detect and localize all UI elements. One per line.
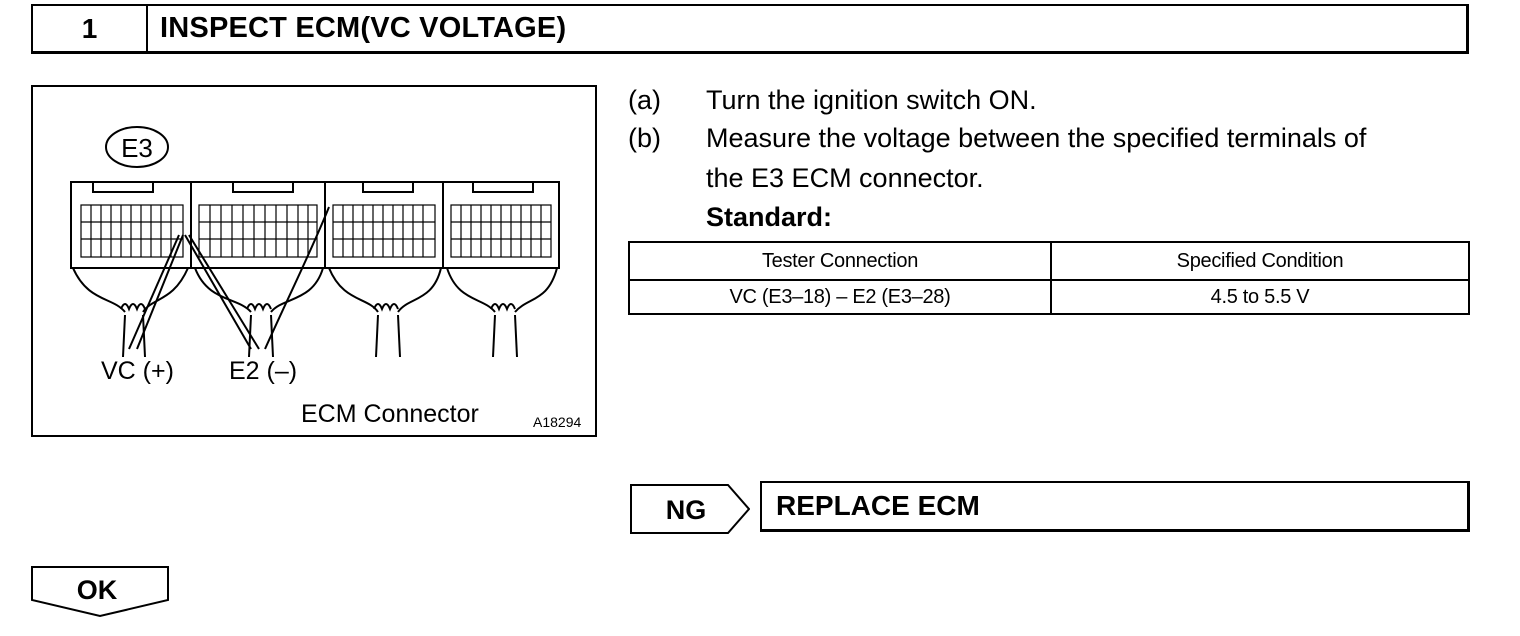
connector-body: [70, 181, 560, 269]
ng-label: NG: [666, 495, 707, 525]
ng-action-text: REPLACE ECM: [776, 490, 980, 521]
cell-specified-condition: 4.5 to 5.5 V: [1050, 279, 1470, 315]
header-tester-connection: Tester Connection: [628, 241, 1052, 281]
ng-tag: NG: [630, 484, 751, 534]
table-row: VC (E3–18) – E2 (E3–28) 4.5 to 5.5 V: [628, 279, 1470, 315]
e2-terminal-label: E2 (–): [229, 357, 297, 385]
ok-label: OK: [77, 575, 118, 605]
connector-illustration: E3: [70, 126, 581, 430]
ok-arrow-shape: OK: [31, 566, 169, 618]
ng-action-box: REPLACE ECM: [760, 481, 1470, 532]
instruction-b-line-1: Measure the voltage between the specifie…: [706, 123, 1367, 153]
e3-tag-outline: [105, 126, 169, 168]
spec-table-header: Tester Connection Specified Condition: [628, 241, 1470, 281]
instruction-b-label: (b): [628, 123, 661, 153]
instruction-a-label: (a): [628, 85, 661, 115]
wire-harness: [72, 206, 558, 358]
e3-tag-label: E3: [121, 133, 153, 163]
figure-id: A18294: [533, 414, 581, 430]
instruction-a-text: Turn the ignition switch ON.: [706, 85, 1037, 115]
terminal-grid: [80, 204, 552, 258]
step-number: 1: [33, 6, 148, 51]
instruction-b: (b) Measure the voltage between the spec…: [628, 118, 1488, 198]
instruction-a: (a) Turn the ignition switch ON.: [628, 80, 1488, 120]
instruction-b-line-2: the E3 ECM connector.: [706, 163, 984, 193]
header-specified-condition: Specified Condition: [1050, 241, 1470, 281]
step-title: INSPECT ECM(VC VOLTAGE): [160, 12, 567, 44]
ng-arrow-shape: NG: [630, 484, 751, 534]
figure-caption: ECM Connector: [301, 400, 479, 428]
ecm-connector-figure: E3: [31, 85, 597, 437]
standard-label: Standard:: [706, 202, 833, 232]
spec-table: Tester Connection Specified Condition VC…: [628, 241, 1470, 315]
vc-terminal-label: VC (+): [101, 357, 174, 385]
ok-tag: OK: [31, 566, 171, 618]
step-header: 1 INSPECT ECM(VC VOLTAGE): [31, 4, 1469, 54]
cell-tester-connection: VC (E3–18) – E2 (E3–28): [628, 279, 1052, 315]
